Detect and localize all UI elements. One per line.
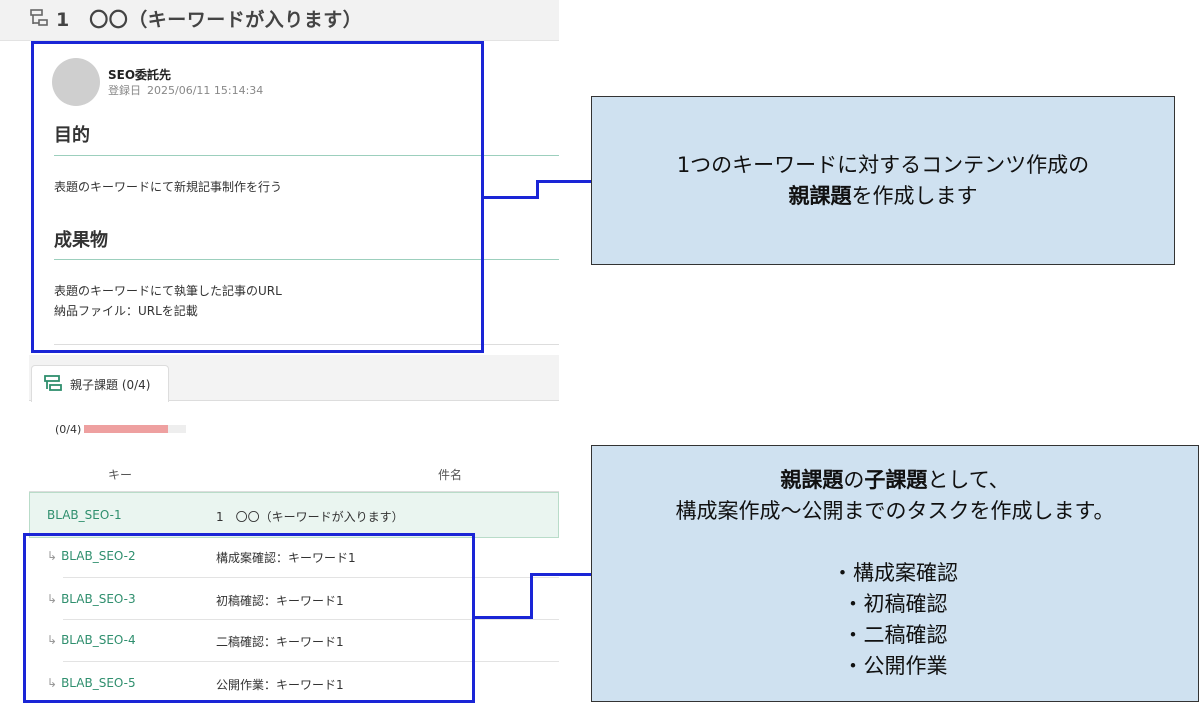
- child-issue-key[interactable]: ↳BLAB_SEO-3: [47, 592, 136, 606]
- row-divider: [63, 619, 559, 620]
- avatar[interactable]: [52, 58, 100, 106]
- parent-issue-key[interactable]: BLAB_SEO-1: [47, 508, 122, 522]
- parent-issue-name: 1 〇〇（キーワードが入ります）: [216, 510, 404, 524]
- connector-top: [484, 196, 539, 199]
- connector-top: [536, 180, 592, 183]
- child-arrow-icon: ↳: [47, 549, 58, 563]
- column-header-key[interactable]: キー: [108, 468, 133, 482]
- connector-bottom: [530, 573, 533, 619]
- column-header-name[interactable]: 件名: [438, 468, 463, 482]
- highlight-frame-children: [23, 533, 475, 703]
- child-issue-name: 公開作業：キーワード1: [216, 678, 344, 692]
- row-divider: [63, 577, 559, 578]
- progress-fill: [84, 425, 168, 433]
- row-divider: [63, 661, 559, 662]
- connector-top: [536, 180, 539, 199]
- registered-label: 登録日: [108, 84, 141, 97]
- child-issue-key[interactable]: ↳BLAB_SEO-2: [47, 549, 136, 563]
- child-issue-name: 二稿確認：キーワード1: [216, 635, 344, 649]
- issue-title: 1 〇〇（キーワードが入ります）: [56, 9, 363, 31]
- child-arrow-icon: ↳: [47, 592, 58, 606]
- child-arrow-icon: ↳: [47, 676, 58, 690]
- purpose-heading: 目的: [54, 125, 90, 146]
- subtask-icon: [44, 375, 62, 391]
- tab-subtasks-label: 親子課題 (0/4): [70, 378, 151, 392]
- progress-bar: [84, 425, 186, 433]
- tab-subtasks[interactable]: 親子課題 (0/4): [31, 365, 169, 402]
- parent-issue-icon: [30, 9, 48, 26]
- callout-item: ・初稿確認: [842, 592, 948, 616]
- highlight-frame-comment: [31, 41, 484, 353]
- table-row-parent[interactable]: [29, 492, 559, 538]
- issue-screenshot: 1 〇〇（キーワードが入ります） SEO委託先 登録日 2025/06/11 15…: [0, 0, 559, 704]
- registered-at: 2025/06/11 15:14:34: [147, 84, 264, 97]
- child-issue-key[interactable]: ↳BLAB_SEO-4: [47, 633, 136, 647]
- deliverable-heading: 成果物: [54, 230, 108, 251]
- deliverable-line1: 表題のキーワードにて執筆した記事のURL: [54, 284, 282, 298]
- callout-top-line1: 1つのキーワードに対するコンテンツ作成の: [676, 152, 1090, 177]
- purpose-divider: [54, 155, 559, 156]
- child-issue-name: 構成案確認：キーワード1: [216, 551, 356, 565]
- deliverable-divider: [54, 259, 559, 260]
- registered-date: 登録日 2025/06/11 15:14:34: [108, 82, 263, 98]
- author-name[interactable]: SEO委託先: [108, 68, 172, 82]
- child-issue-name: 初稿確認：キーワード1: [216, 594, 344, 608]
- callout-item: ・二稿確認: [842, 623, 948, 647]
- comment-card: [35, 44, 559, 350]
- callout-bottom-line1: 親課題の子課題として、: [780, 468, 1010, 492]
- table-header-divider: [29, 491, 559, 492]
- connector-bottom: [475, 616, 533, 619]
- callout-parent-task: 1つのキーワードに対するコンテンツ作成の 親課題を作成します: [591, 96, 1175, 265]
- child-arrow-icon: ↳: [47, 633, 58, 647]
- connector-bottom: [530, 573, 592, 576]
- callout-top-line2: 親課題を作成します: [788, 183, 978, 208]
- deliverable-line2: 納品ファイル：URLを記載: [54, 304, 198, 318]
- comment-end-divider: [54, 344, 559, 345]
- progress-label: (0/4): [55, 423, 82, 436]
- child-issue-key[interactable]: ↳BLAB_SEO-5: [47, 676, 136, 690]
- purpose-text: 表題のキーワードにて新規記事制作を行う: [54, 180, 283, 194]
- callout-item: ・構成案確認: [832, 561, 958, 585]
- callout-item: ・公開作業: [842, 654, 948, 678]
- callout-child-tasks: 親課題の子課題として、 構成案作成〜公開までのタスクを作成します。 ・構成案確認…: [591, 445, 1199, 702]
- callout-bottom-line2: 構成案作成〜公開までのタスクを作成します。: [675, 499, 1115, 523]
- issue-header: 1 〇〇（キーワードが入ります）: [0, 0, 559, 41]
